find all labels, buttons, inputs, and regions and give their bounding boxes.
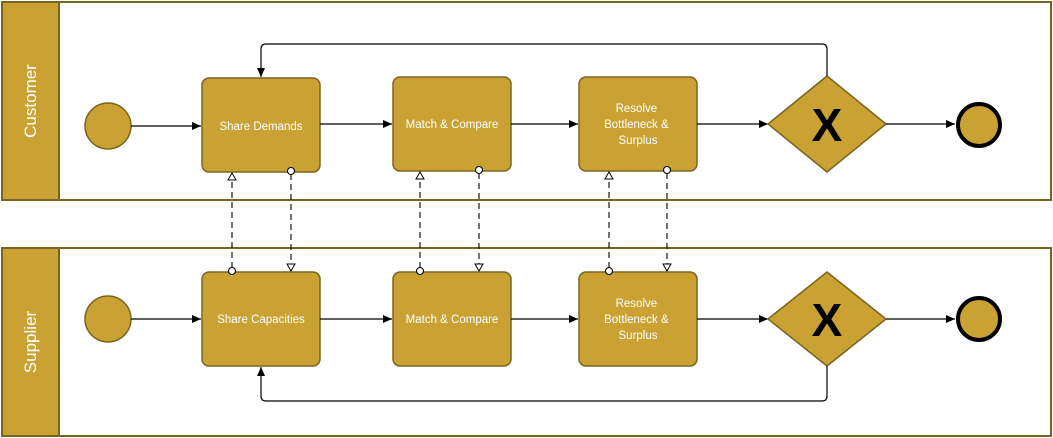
supplier-task-1-label: Share Capacities xyxy=(217,314,305,326)
customer-start-event xyxy=(84,102,132,150)
customer-task-3-label: Resolve Bottleneck & Surplus xyxy=(604,103,672,147)
customer-task-1-label: Share Demands xyxy=(219,121,302,133)
supplier-task-2-label: Match & Compare xyxy=(406,314,499,326)
supplier-loop-back-flow xyxy=(257,366,828,402)
customer-gateway-x-icon: X xyxy=(812,99,843,151)
message-flow-origin-1b xyxy=(286,166,296,176)
message-flow-origin-2a xyxy=(415,266,425,276)
message-flow-origin-3a xyxy=(604,266,614,276)
supplier-lane-border xyxy=(1,247,1052,437)
message-flow-origin-1a xyxy=(227,266,237,276)
customer-task-share-demands xyxy=(201,77,321,173)
customer-gateway xyxy=(766,75,888,173)
customer-task-2-label: Match & Compare xyxy=(406,119,499,131)
customer-lane-border xyxy=(1,1,1052,201)
supplier-task-3-label: Resolve Bottleneck & Surplus xyxy=(604,298,672,342)
message-flow-origin-2b xyxy=(474,165,484,175)
message-flow-origin-3b xyxy=(662,165,672,175)
customer-lane: Customer xyxy=(1,1,1052,201)
customer-end-event xyxy=(956,102,1002,148)
customer-loop-back-flow xyxy=(257,43,828,77)
supplier-lane: Supplier xyxy=(1,247,1052,437)
customer-lane-header xyxy=(1,1,60,201)
supplier-lane-title: Supplier xyxy=(21,310,40,373)
supplier-lane-header xyxy=(1,247,60,437)
customer-lane-title: Customer xyxy=(21,64,40,138)
supplier-end-event xyxy=(956,296,1002,342)
supplier-gateway-x-icon: X xyxy=(812,294,843,346)
supplier-start-event xyxy=(84,295,132,343)
